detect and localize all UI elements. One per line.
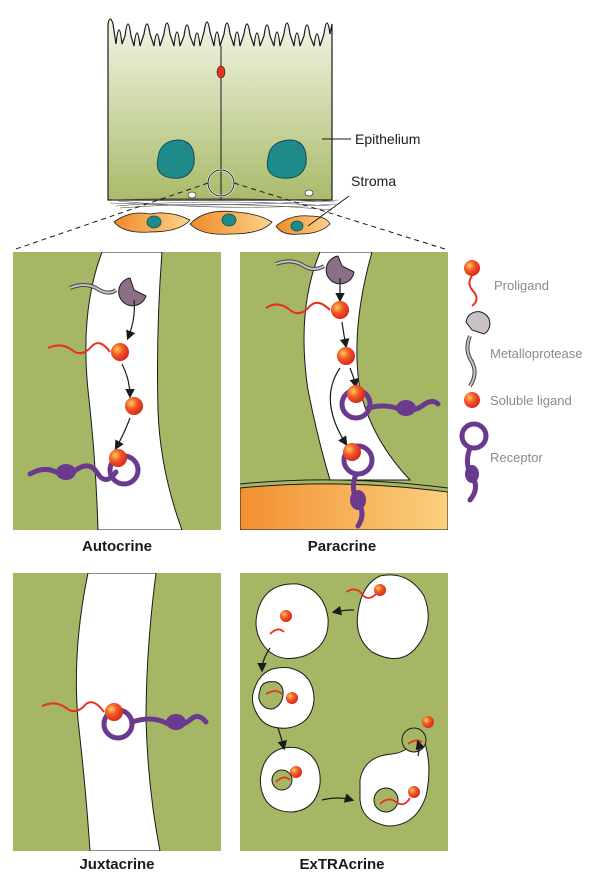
legend-receptor-label: Receptor <box>490 450 543 465</box>
autocrine-ligand-2 <box>125 397 143 415</box>
legend-receptor: Receptor <box>462 424 543 500</box>
stroma-label: Stroma <box>351 173 396 189</box>
paracrine-caption: Paracrine <box>308 538 376 555</box>
nucleus-right <box>267 140 306 178</box>
apical-ligand <box>217 66 225 78</box>
legend: Proligand Metalloprotease Soluble ligand… <box>462 260 583 500</box>
epithelium-cell-pair <box>108 19 338 210</box>
paracrine-panel <box>240 252 448 530</box>
extracrine-panel <box>240 573 448 851</box>
legend-metalloprotease: Metalloprotease <box>466 312 583 386</box>
juxtacrine-caption: Juxtacrine <box>79 856 154 873</box>
stromal-cells <box>114 211 330 234</box>
extracrine-caption: ExTRAcrine <box>299 856 384 873</box>
legend-metalloprotease-label: Metalloprotease <box>490 346 583 361</box>
autocrine-caption: Autocrine <box>82 538 152 555</box>
legend-proligand: Proligand <box>464 260 549 306</box>
legend-soluble-ligand: Soluble ligand <box>464 392 572 408</box>
legend-soluble-ligand-label: Soluble ligand <box>490 393 572 408</box>
autocrine-panel <box>13 252 221 530</box>
zoom-line-right <box>234 183 448 250</box>
autocrine-ligand-1 <box>111 343 129 361</box>
legend-proligand-label: Proligand <box>494 278 549 293</box>
epithelium-label: Epithelium <box>355 131 420 147</box>
nucleus-left <box>157 140 194 178</box>
